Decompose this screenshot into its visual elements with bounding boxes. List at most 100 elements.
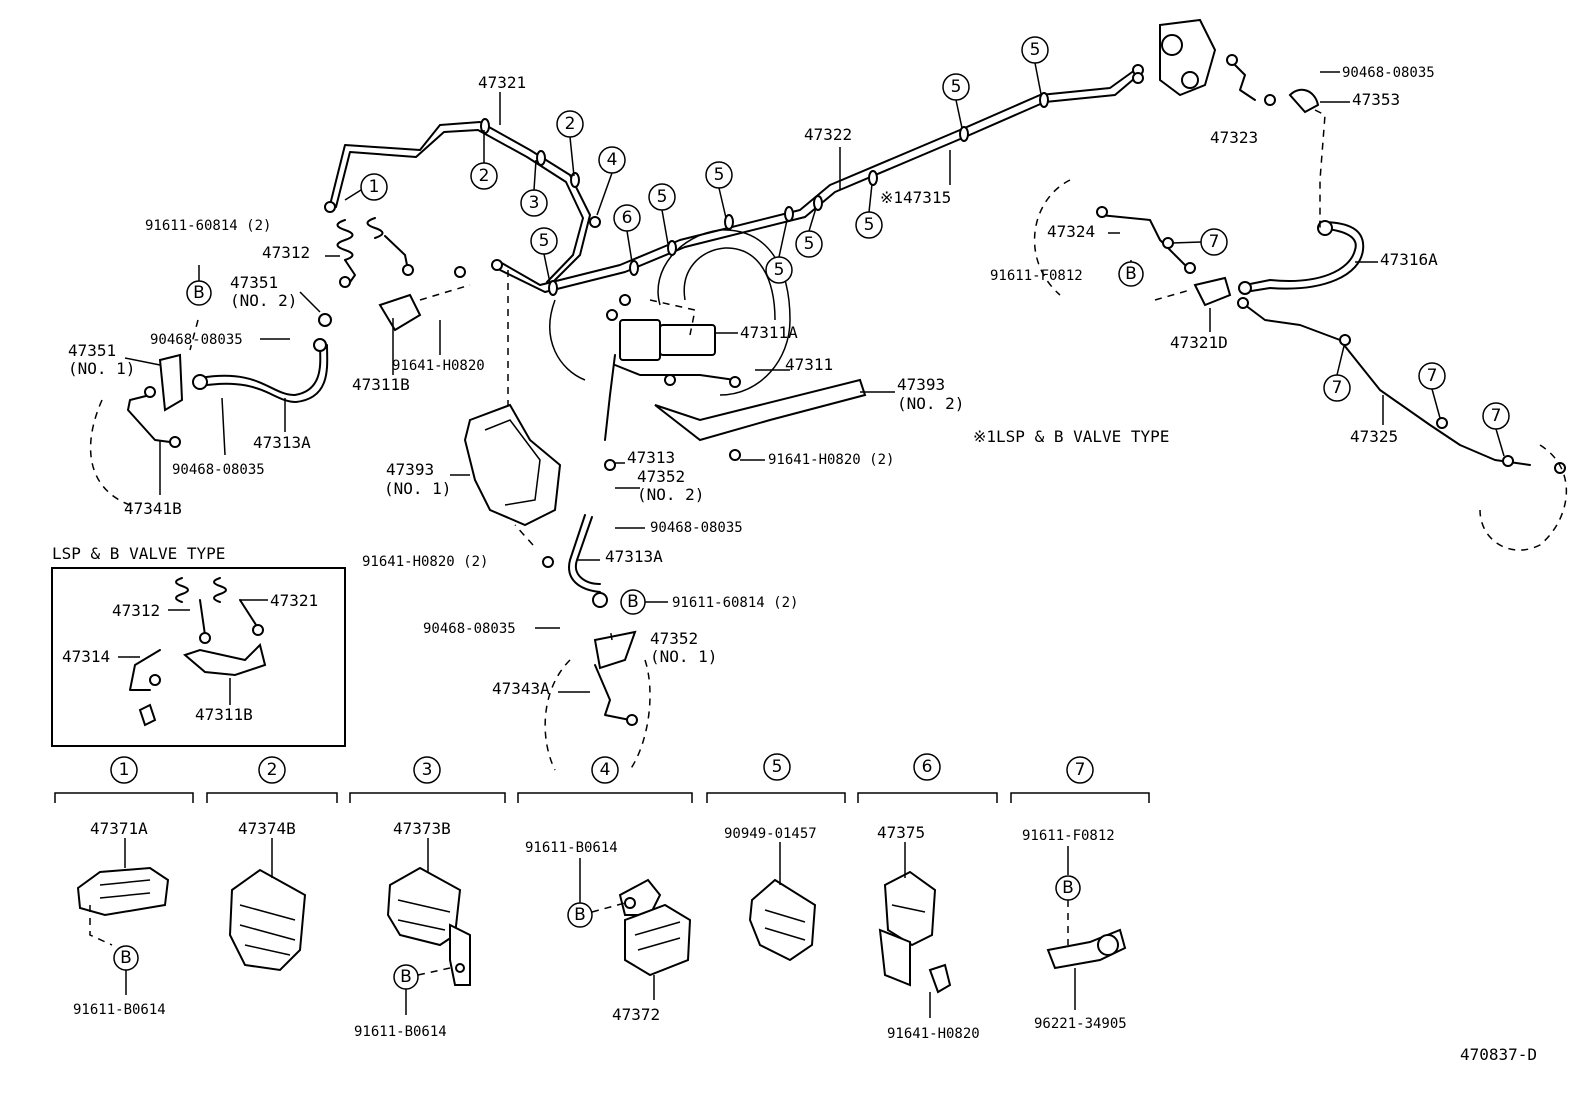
callout-b-right: B [1125, 264, 1137, 284]
label-90468-08035-c: 90468-08035 [650, 520, 743, 536]
bottom-detail-groups: 1 2 3 4 5 6 7 B 47371A 91611-B0614 47374… [54, 753, 1150, 1042]
inset-label-47314: 47314 [62, 647, 110, 666]
label-47393-no2-sub: (NO. 2) [897, 394, 964, 413]
group-5-num: 5 [772, 757, 783, 777]
label-47324: 47324 [1047, 222, 1095, 241]
group-1-part-a: 47371A [90, 819, 148, 838]
label-47352-no2-sub: (NO. 2) [637, 485, 704, 504]
group-4-part-b: 47372 [612, 1005, 660, 1024]
label-47321: 47321 [478, 73, 526, 92]
label-47352-no1: 47352 [650, 629, 698, 648]
label-91641-h0820-2-mid: 91641-H0820 (2) [362, 554, 488, 570]
callout-5d: 5 [774, 260, 785, 280]
dashed-lines [89, 109, 1567, 771]
label-47352-no1-sub: (NO. 1) [650, 647, 717, 666]
group-4-num: 4 [600, 760, 611, 780]
callout-5g: 5 [951, 77, 962, 97]
callout-1: 1 [369, 177, 380, 197]
label-47313a-left: 47313A [253, 433, 311, 452]
lsp-valve-inset: LSP & B VALVE TYPE [51, 544, 346, 747]
leader-lines [124, 71, 1384, 693]
group-2-num: 2 [267, 760, 278, 780]
label-91641-h0820: 91641-H0820 [392, 358, 485, 374]
label-90468-08035-top: 90468-08035 [1342, 65, 1435, 81]
inset-title: LSP & B VALVE TYPE [52, 544, 225, 563]
label-47311: 47311 [785, 355, 833, 374]
label-47311b: 47311B [352, 375, 410, 394]
callout-b-mid: B [627, 592, 639, 612]
callout-2: 2 [565, 114, 576, 134]
label-47393-no2: 47393 [897, 375, 945, 394]
label-47311a: 47311A [740, 323, 798, 342]
group-3-part-a: 47373B [393, 819, 451, 838]
label-47316a: 47316A [1380, 250, 1438, 269]
label-90468-08035-a: 90468-08035 [150, 332, 243, 348]
label-47322: 47322 [804, 125, 852, 144]
callout-6: 6 [622, 208, 633, 228]
label-47351-no1: 47351 [68, 341, 116, 360]
label-47393-no1-sub: (NO. 1) [384, 479, 451, 498]
callout-2b: 2 [479, 166, 490, 186]
nuts [144, 54, 1566, 726]
callout-5e: 5 [804, 234, 815, 254]
label-47343a: 47343A [492, 679, 550, 698]
label-47353: 47353 [1352, 90, 1400, 109]
group-2-part-a: 47374B [238, 819, 296, 838]
callout-3: 3 [529, 193, 540, 213]
group-3-b: B [400, 967, 412, 987]
group-6-part-b: 91641-H0820 [887, 1026, 980, 1042]
group-5-part-a: 90949-01457 [724, 826, 817, 842]
label-91611-60814: 91611-60814 (2) [145, 218, 271, 234]
label-47325: 47325 [1350, 427, 1398, 446]
callout-b-left: B [193, 283, 205, 303]
brake-tube-lines [127, 18, 1531, 721]
callout-7a: 7 [1209, 232, 1220, 252]
group-3-part-b: 91611-B0614 [354, 1024, 447, 1040]
inset-label-47321: 47321 [270, 591, 318, 610]
label-91611-f0812: 91611-F0812 [990, 268, 1083, 284]
callout-5h: 5 [1030, 40, 1041, 60]
group-4-part-a: 91611-B0614 [525, 840, 618, 856]
callout-7d: 7 [1491, 406, 1502, 426]
callout-5b: 5 [657, 187, 668, 207]
label-47341b: 47341B [124, 499, 182, 518]
label-47312: 47312 [262, 243, 310, 262]
group-7-num: 7 [1075, 760, 1086, 780]
callout-circles: 1 2 2 3 4 5 6 5 5 5 5 5 5 5 7 7 7 7 B B … [186, 36, 1510, 615]
drawing-number: 470837-D [1460, 1045, 1537, 1064]
group-3-num: 3 [422, 760, 433, 780]
group-1-b: B [120, 948, 132, 968]
callout-5f: 5 [864, 215, 875, 235]
label-90468-08035-b: 90468-08035 [172, 462, 265, 478]
label-91641-h0820-2-right: 91641-H0820 (2) [768, 452, 894, 468]
label-47321d: 47321D [1170, 333, 1228, 352]
group-1-part-b: 91611-B0614 [73, 1002, 166, 1018]
group-4-b: B [574, 905, 586, 925]
callout-5c: 5 [714, 165, 725, 185]
callout-7c: 7 [1427, 366, 1438, 386]
label-47352-no2: 47352 [637, 467, 685, 486]
group-7-part-a: 91611-F0812 [1022, 828, 1115, 844]
group-6-num: 6 [922, 757, 933, 777]
note-lsp-valve: ※1LSP & B VALVE TYPE [973, 427, 1169, 446]
label-47393-no1: 47393 [386, 460, 434, 479]
label-47351-no2-sub: (NO. 2) [230, 291, 297, 310]
group-7-part-b: 96221-34905 [1034, 1016, 1127, 1032]
label-90468-08035-d: 90468-08035 [423, 621, 516, 637]
label-47351-no2: 47351 [230, 273, 278, 292]
callout-5a: 5 [539, 231, 550, 251]
group-7-b: B [1062, 878, 1074, 898]
label-47315: ※147315 [880, 188, 951, 207]
label-47351-no1-sub: (NO. 1) [68, 359, 135, 378]
label-47313: 47313 [627, 448, 675, 467]
callout-7b: 7 [1332, 378, 1343, 398]
callout-4: 4 [607, 150, 618, 170]
part-labels: 47321 47322 ※147315 47312 91611-60814 (2… [62, 65, 1438, 724]
inset-label-47312: 47312 [112, 601, 160, 620]
label-47323: 47323 [1210, 128, 1258, 147]
tube-clamp-markers [480, 92, 1514, 467]
group-6-part-a: 47375 [877, 823, 925, 842]
label-47313a-mid: 47313A [605, 547, 663, 566]
brackets [158, 88, 1320, 670]
